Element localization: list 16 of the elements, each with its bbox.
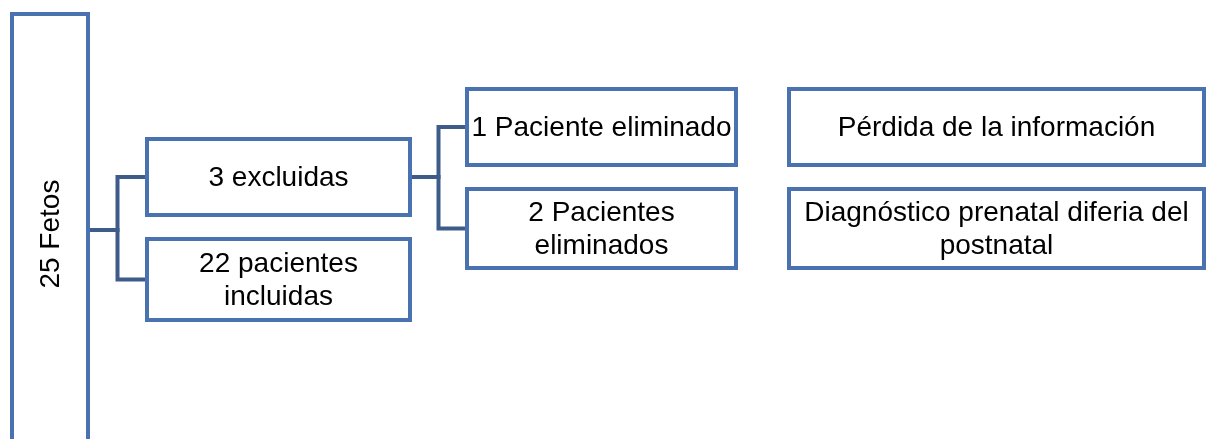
process-box — [145, 237, 412, 322]
box-label: 2 Pacientes eliminados — [527, 196, 676, 261]
process-box — [465, 87, 738, 167]
process-box — [10, 12, 90, 439]
process-box — [145, 137, 412, 217]
connector-line — [90, 228, 145, 282]
box-label: Diagnóstico prenatal diferia del postnatal — [803, 196, 1190, 261]
box-label: 22 pacientes incluidas — [198, 247, 359, 312]
connector-line — [412, 175, 465, 231]
box-label: 1 Paciente eliminado — [471, 110, 732, 144]
process-box — [465, 187, 738, 270]
process-box — [787, 87, 1206, 167]
process-box — [787, 187, 1206, 270]
box-label: Pérdida de la información — [837, 110, 1156, 144]
box-label: 25 Fetos — [33, 179, 66, 289]
box-label: 3 excluidas — [208, 160, 349, 194]
